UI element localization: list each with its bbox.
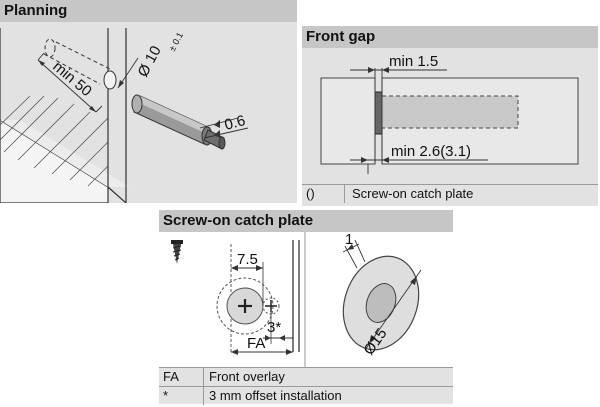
planning-tolerance-label: ± 0.1	[167, 31, 185, 53]
planning-panel: min 50 Ø 10 ± 0.1 0.6 Planning	[0, 0, 297, 203]
legend-row: () Screw-on catch plate	[302, 184, 598, 203]
push-to-open-cylinder	[131, 94, 226, 150]
screw-on-header: Screw-on catch plate	[159, 210, 453, 232]
legend-value: 3 mm offset installation	[209, 388, 342, 403]
front-gap-legend: () Screw-on catch plate	[302, 184, 598, 203]
dim-3-label: 3*	[267, 319, 281, 336]
front-gap-panel: min 1.5 min 2.6(3.1) Front gap () Screw-…	[302, 26, 598, 206]
front-gap-drawing: min 1.5 min 2.6(3.1)	[320, 53, 579, 174]
legend-key: FA	[163, 369, 179, 384]
dim-7-5-label: 7.5	[237, 251, 258, 268]
screw-on-panel: 7.5 3* FA 1 Ø15 Screw-on catch plate FA	[159, 210, 453, 405]
front-gap-header: Front gap	[302, 26, 598, 48]
legend-key: *	[163, 388, 169, 403]
thickness-label: 1	[345, 231, 353, 248]
legend-value: Screw-on catch plate	[352, 186, 474, 201]
screw-on-legend: FA Front overlay * 3 mm offset installat…	[159, 367, 453, 405]
planning-protrusion-label: 0.6	[223, 112, 248, 134]
screw-icon	[171, 240, 183, 264]
screw-on-drawing: 7.5 3* FA 1 Ø15	[159, 231, 453, 368]
front-gap-min-bottom-label: min 2.6(3.1)	[391, 143, 471, 160]
legend-value: Front overlay	[209, 369, 285, 384]
front-gap-min-top-label: min 1.5	[389, 53, 438, 70]
planning-min-depth-label: min 50	[49, 58, 94, 100]
legend-row: FA Front overlay	[159, 367, 453, 386]
legend-row: * 3 mm offset installation	[159, 386, 453, 405]
planning-drawing: min 50 Ø 10 ± 0.1 0.6	[0, 28, 249, 203]
planning-header: Planning	[0, 0, 297, 22]
legend-key: ()	[306, 186, 315, 201]
dim-fa-label: FA	[247, 335, 265, 352]
planning-diameter-label: Ø 10	[135, 43, 165, 80]
round-catch-plate	[342, 255, 420, 351]
